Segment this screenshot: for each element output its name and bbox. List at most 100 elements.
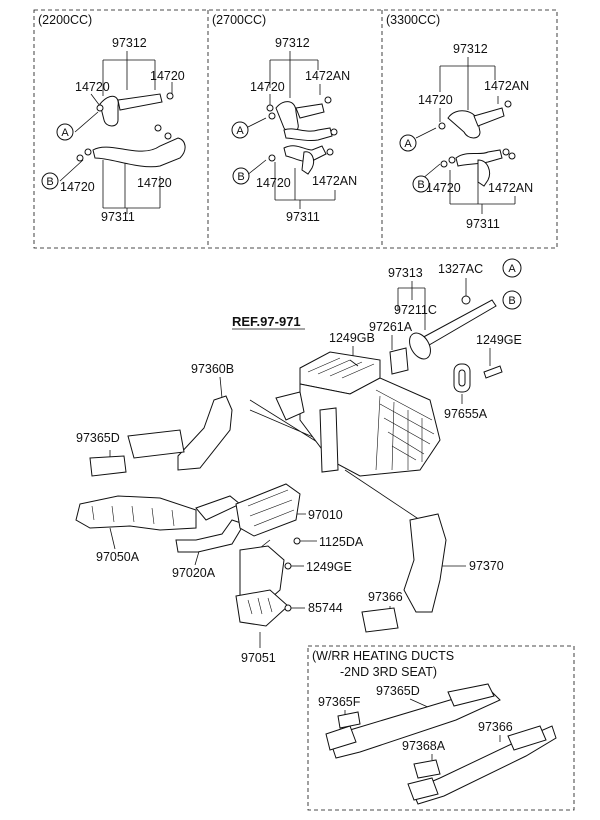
- part-label-97368a: 97368A: [402, 739, 446, 753]
- leader-lines: [439, 57, 496, 110]
- duct-97366: [361, 607, 399, 633]
- hose-clamp: [268, 112, 276, 120]
- engine-box-title: (3300CC): [386, 13, 440, 27]
- engine-box-3300cc: (3300CC) 97312 14720 1472AN 14720 1472AN…: [386, 13, 533, 231]
- leader-lines: [397, 281, 426, 330]
- screw-1327ac: [461, 295, 471, 305]
- marker-a-circle: [399, 134, 417, 152]
- marker-a-label: A: [404, 138, 412, 150]
- leader-line: [245, 117, 267, 177]
- heater-unit-side-duct: [319, 407, 339, 473]
- marker-a-label: A: [61, 127, 69, 139]
- part-label-97311: 97311: [466, 217, 500, 231]
- screw-1249ge: [284, 562, 292, 570]
- part-label-1472an: 1472AN: [312, 174, 357, 188]
- part-label-97010: 97010: [308, 508, 343, 522]
- housing-ribs: [375, 395, 423, 471]
- rr-heating-ducts-panel: (W/RR HEATING DUCTS -2ND 3RD SEAT) 97365…: [307, 645, 575, 811]
- rr-duct-97365d: [329, 689, 501, 759]
- hose-clamp: [266, 104, 274, 112]
- hose-clamp: [440, 160, 448, 168]
- heater-hose-lower: [455, 149, 503, 167]
- leader-lines: [102, 160, 161, 214]
- rr-panel-border: [307, 645, 575, 811]
- part-label-14720: 14720: [418, 93, 453, 107]
- hose-clamp: [504, 100, 512, 108]
- heater-hose-upper: [99, 95, 119, 127]
- drain-tube-flange: [409, 332, 431, 360]
- engine-box-title: (2200CC): [38, 13, 92, 27]
- part-label-97211c: 97211C: [394, 303, 437, 317]
- part-label-14720: 14720: [426, 181, 461, 195]
- heater-valve: [275, 391, 305, 421]
- hose-clamp: [164, 132, 172, 140]
- leader-lines: [102, 51, 156, 96]
- duct-97010: [235, 483, 301, 537]
- duct-97010-ribs: [247, 489, 295, 527]
- part-label-97366: 97366: [368, 590, 403, 604]
- part-label-1249ge: 1249GE: [306, 560, 352, 574]
- hose-clamp: [76, 154, 84, 162]
- engine-box-2700cc: (2700CC) 97312 14720 1472AN 14720 1472AN…: [212, 13, 357, 224]
- rr-panel-title-line1: (W/RR HEATING DUCTS: [312, 649, 454, 663]
- rr-panel-title-line2: -2ND 3RD SEAT): [340, 665, 437, 679]
- part-label-97365d: 97365D: [376, 684, 420, 698]
- duct-cap-97365d: [89, 455, 127, 477]
- floor-duct-connector: [195, 495, 241, 521]
- part-label-14720: 14720: [256, 176, 291, 190]
- part-label-97312: 97312: [453, 42, 488, 56]
- duct-97370: [403, 513, 447, 613]
- rear-duct-97051-outlet: [235, 589, 289, 627]
- part-label-14720: 14720: [75, 80, 110, 94]
- grommet-97655a-inner: [458, 369, 466, 387]
- heater-hose-lower-branch: [477, 159, 491, 187]
- rr-duct-grille-97365f: [337, 711, 361, 729]
- marker-b-circle: [232, 167, 250, 185]
- reference-line: [344, 469, 421, 521]
- part-label-97365d: 97365D: [76, 431, 120, 445]
- gasket-97261a: [389, 347, 409, 375]
- hose-clamp: [330, 128, 338, 136]
- marker-a-label: A: [236, 125, 244, 137]
- hose-clamp: [438, 122, 446, 130]
- leader-lines: [269, 51, 319, 98]
- part-label-97655a: 97655A: [444, 407, 488, 421]
- heater-hose-mid: [283, 127, 333, 142]
- floor-duct-vents: [91, 505, 175, 527]
- leader-line: [269, 84, 321, 106]
- engine-box-2200cc: (2200CC) 97312 14720 14720 14720 14720 9…: [38, 13, 186, 224]
- part-label-1472an: 1472AN: [484, 79, 529, 93]
- part-label-1327ac: 1327AC: [438, 262, 483, 276]
- rr-duct-grille-97368a: [413, 759, 441, 779]
- leader-lines: [274, 162, 336, 209]
- leader-line: [59, 159, 84, 182]
- heater-hose-lower-branch: [301, 151, 315, 175]
- hose-clamp: [166, 92, 174, 100]
- part-label-97360b: 97360B: [191, 362, 234, 376]
- leader-line: [439, 96, 499, 122]
- marker-a-circle: [231, 121, 249, 139]
- part-label-97311: 97311: [101, 210, 135, 224]
- part-label-1249ge: 1249GE: [476, 333, 522, 347]
- leader-line: [219, 376, 223, 399]
- hose-clamp: [96, 104, 104, 112]
- marker-b-circle: [412, 175, 430, 193]
- marker-b-label: B: [237, 171, 244, 183]
- screw-1249ge: [483, 365, 503, 379]
- marker-b-label: B: [46, 176, 53, 188]
- rear-duct-vents: [247, 597, 273, 615]
- marker-b-circle: [41, 172, 59, 190]
- main-assembly: 97313 1327AC 97211C 97261A REF.97-971 12…: [75, 258, 522, 665]
- screw-1125da: [293, 537, 301, 545]
- marker-a-label: A: [508, 263, 516, 275]
- part-label-14720: 14720: [250, 80, 285, 94]
- part-label-14720: 14720: [150, 69, 185, 83]
- part-label-97312: 97312: [112, 36, 147, 50]
- part-label-97311: 97311: [286, 210, 320, 224]
- rr-leader-lines: [344, 698, 501, 760]
- heater-hose-upper: [447, 110, 481, 139]
- marker-b-circle: [502, 290, 522, 310]
- part-label-1472an: 1472AN: [488, 181, 533, 195]
- part-label-97312: 97312: [275, 36, 310, 50]
